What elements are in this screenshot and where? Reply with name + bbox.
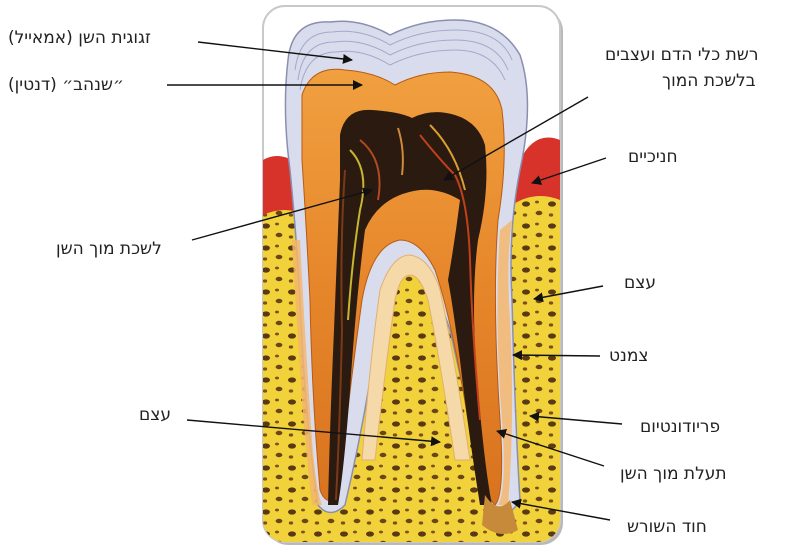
label-pulp-chamber: לשכת מוך השן: [56, 238, 162, 260]
label-vessels-line1: רשת כלי הדם ועצבים: [605, 44, 758, 66]
label-periodontium: פריודונטיום: [640, 416, 720, 438]
label-root-canal: תעלת מוך השן: [620, 463, 727, 485]
label-enamel: זגוגית השן (אמאייל): [8, 27, 151, 49]
label-gums: חניכיים: [628, 146, 678, 168]
label-dentin: ״שנהב״ (דנטין): [8, 74, 124, 96]
label-apex: חוד השורש: [627, 516, 707, 538]
label-bone-left: עצם: [139, 404, 171, 426]
label-cement: צמנט: [609, 345, 648, 367]
label-bone-right: עצם: [624, 272, 656, 294]
label-vessels-line2: בלשכת המוך: [662, 70, 756, 92]
leader-cement: [513, 355, 600, 356]
